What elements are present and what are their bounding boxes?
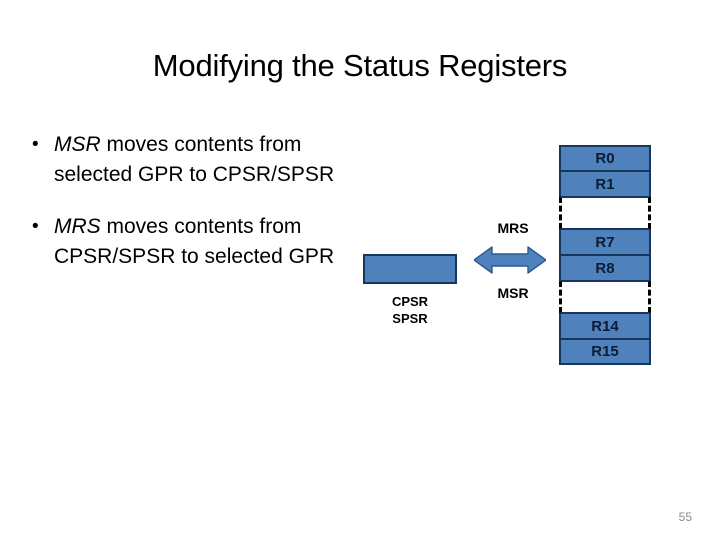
bullet-text: MSR moves contents from selected GPR to … xyxy=(54,130,352,190)
cpsr-label-line: CPSR xyxy=(391,294,429,309)
register-row-r8: R8 xyxy=(559,255,651,281)
list-item: • MSR moves contents from selected GPR t… xyxy=(32,130,352,190)
cpsr-spsr-register-box xyxy=(363,254,457,284)
spsr-label-line: SPSR xyxy=(392,311,428,326)
bullet-list: • MSR moves contents from selected GPR t… xyxy=(32,130,352,294)
register-gap-upper xyxy=(559,197,651,229)
list-item: • MRS moves contents from CPSR/SPSR to s… xyxy=(32,212,352,272)
cpsr-spsr-block: CPSR SPSR xyxy=(363,254,459,327)
instruction-term-mrs: MRS xyxy=(54,215,101,238)
arrow-label-mrs: MRS xyxy=(497,220,529,236)
bullet-marker-icon: • xyxy=(32,134,39,155)
register-row-r14: R14 xyxy=(559,313,651,339)
bullet-body: moves contents from CPSR/SPSR to selecte… xyxy=(54,215,335,268)
bullet-marker-icon: • xyxy=(32,216,39,237)
general-purpose-register-file: R0 R1 R7 R8 R14 R15 xyxy=(559,145,651,365)
cpsr-spsr-label: CPSR SPSR xyxy=(361,293,459,327)
register-row-r15: R15 xyxy=(559,339,651,365)
register-row-r0: R0 xyxy=(559,145,651,171)
page-title: Modifying the Status Registers xyxy=(152,48,568,83)
register-gap-lower xyxy=(559,281,651,313)
slide-page-number: 55 xyxy=(678,510,692,524)
double-headed-arrow-icon xyxy=(474,246,546,274)
bullet-text: MRS moves contents from CPSR/SPSR to sel… xyxy=(54,212,352,272)
bullet-body: moves contents from selected GPR to CPSR… xyxy=(54,133,335,186)
register-row-r1: R1 xyxy=(559,171,651,197)
instruction-term-msr: MSR xyxy=(54,133,101,156)
arrow-label-msr: MSR xyxy=(497,285,529,301)
transfer-arrow-group: MRS MSR xyxy=(470,220,550,301)
register-row-r7: R7 xyxy=(559,229,651,255)
